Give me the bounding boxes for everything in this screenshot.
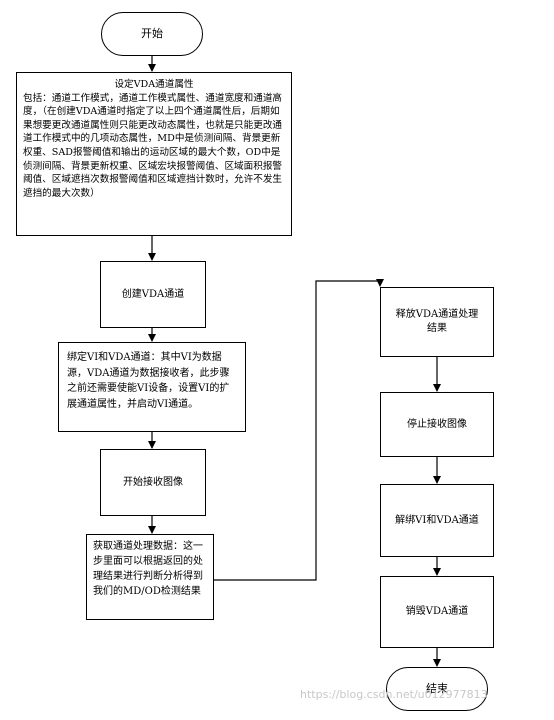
unbind-label: 解绑VI和VDA通道	[395, 514, 479, 526]
set-attributes-body: 包括：通道工作模式，通道工作模式属性、通道宽度和通道高度，（在创建VDA通道时指…	[23, 92, 283, 199]
watermark: https://blog.csdn.net/u012977813	[300, 688, 488, 701]
end-label: 结束	[426, 682, 448, 695]
release-result-box: 释放VDA通道处理结果	[380, 287, 494, 357]
arrow-get-result-to-release	[214, 279, 384, 581]
start-receive-label: 开始接收图像	[123, 476, 183, 488]
stop-receive-label: 停止接收图像	[407, 418, 467, 430]
create-channel-label: 创建VDA通道	[121, 288, 185, 300]
set-attributes-box: 设定VDA通道属性 包括：通道工作模式，通道工作模式属性、通道宽度和通道高度，（…	[16, 72, 292, 236]
destroy-channel-box: 销毁VDA通道	[380, 576, 494, 648]
unbind-box: 解绑VI和VDA通道	[380, 484, 494, 557]
release-result-label: 释放VDA通道处理结果	[395, 309, 479, 334]
end-terminal: 结束	[386, 667, 488, 711]
bind-vi-box: 绑定VI和VDA通道：其中VI为数据源，VDA通道为数据接收者，此步骤之前还需要…	[58, 342, 246, 432]
create-channel-box: 创建VDA通道	[100, 261, 206, 328]
stop-receive-box: 停止接收图像	[380, 392, 494, 457]
set-attributes-title: 设定VDA通道属性	[114, 79, 194, 90]
get-result-box: 获取通道处理数据：这一步里面可以根据返回的处理结果进行判断分析得到我们的MD/O…	[86, 534, 214, 620]
start-terminal: 开始	[101, 12, 203, 56]
start-receive-box: 开始接收图像	[100, 449, 206, 516]
bind-vi-text: 绑定VI和VDA通道：其中VI为数据源，VDA通道为数据接收者，此步骤之前还需要…	[67, 352, 230, 410]
get-result-text: 获取通道处理数据：这一步里面可以根据返回的处理结果进行判断分析得到我们的MD/O…	[93, 541, 203, 597]
destroy-channel-label: 销毁VDA通道	[405, 606, 469, 617]
start-label: 开始	[141, 27, 163, 40]
